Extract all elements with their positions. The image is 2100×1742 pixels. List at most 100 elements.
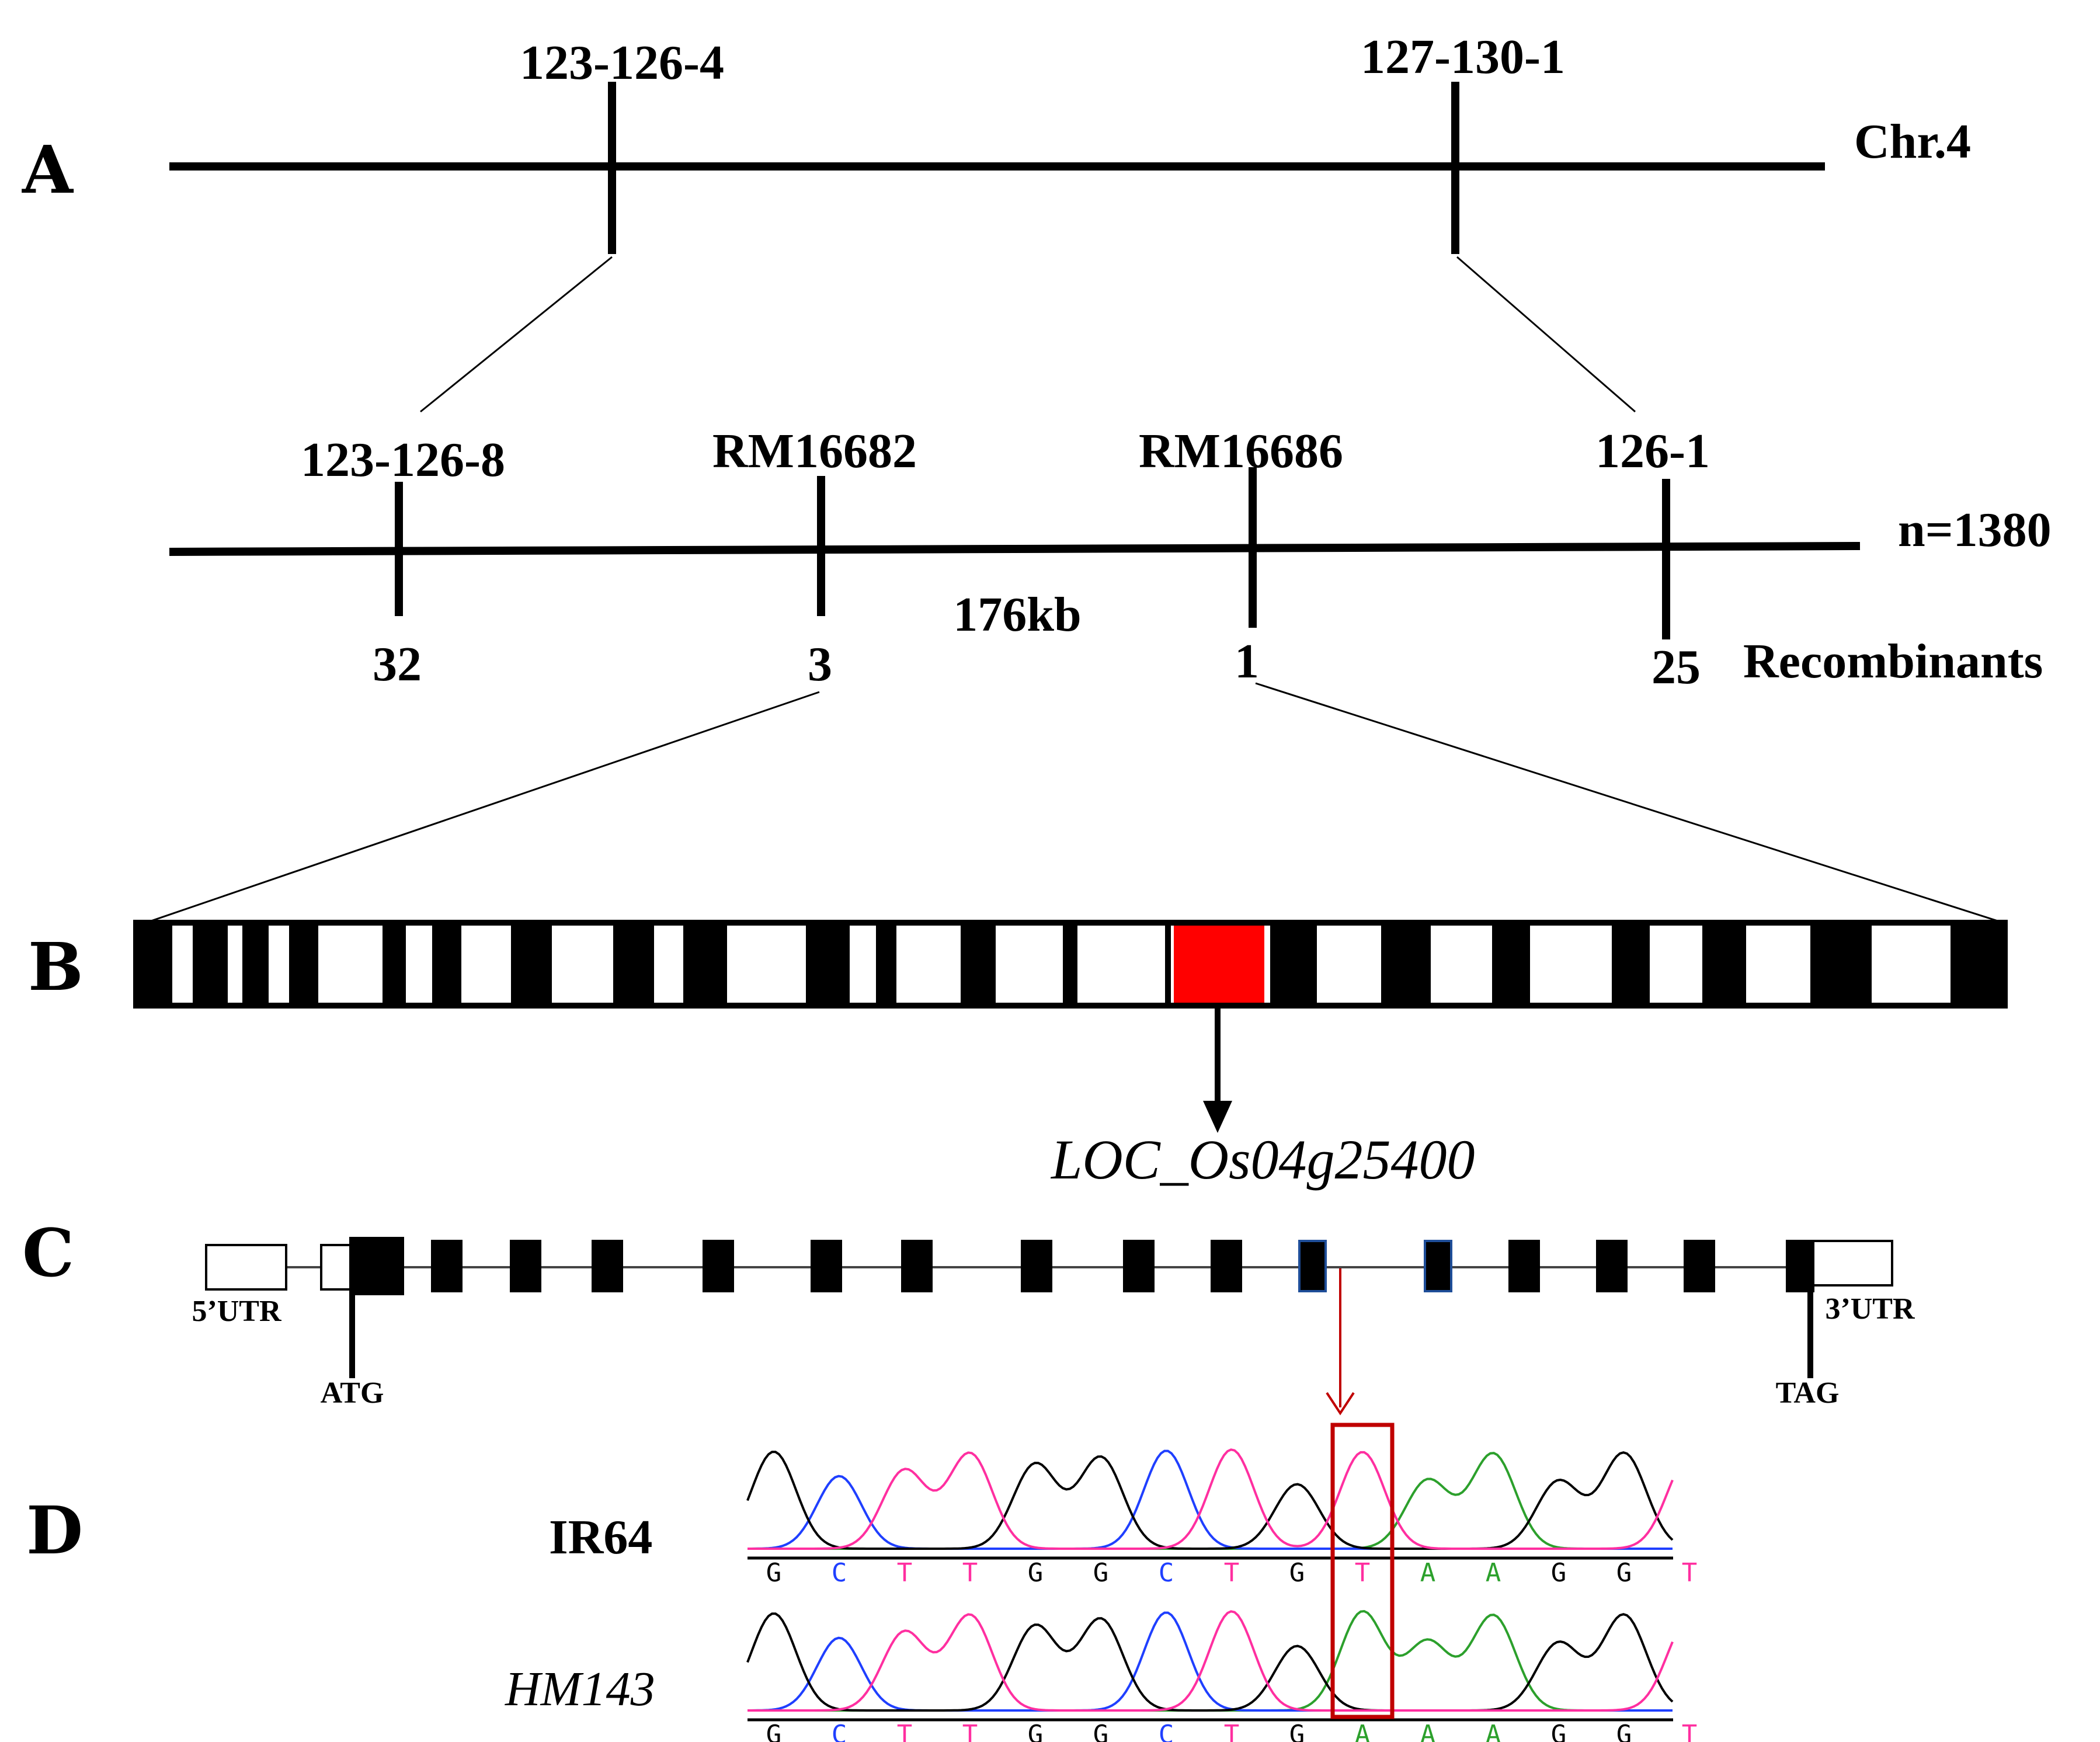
mutation-arrow-head	[1326, 1392, 1355, 1416]
base-call: C	[1159, 1558, 1174, 1588]
bac-contig-frame	[133, 920, 2008, 1009]
base-call: G	[1616, 1720, 1632, 1742]
mutation-highlight-box	[1330, 1423, 1395, 1719]
chromosome-label: Chr.4	[1854, 114, 1971, 169]
contig-segment	[961, 923, 996, 1006]
bac-contig-blocks	[136, 923, 2005, 1006]
recombinant-count-3: 1	[1235, 634, 1259, 689]
contig-segment	[654, 923, 683, 1006]
contig-segment	[1165, 923, 1171, 1006]
panel-c: C 5’UTR 3’UTR ATG TAG	[22, 1215, 1915, 1416]
top-marker-label-2: 127-130-1	[1361, 30, 1565, 84]
contig-segment	[172, 923, 193, 1006]
panel-b: B LOC_Os04g25400	[28, 920, 2008, 1191]
contig-segment	[806, 923, 850, 1006]
exon	[1211, 1240, 1242, 1292]
contig-segment	[876, 923, 896, 1006]
panel-c-letter: C	[22, 1215, 74, 1292]
base-call: T	[897, 1720, 913, 1742]
trace-C	[747, 1449, 1673, 1550]
exon	[1508, 1240, 1540, 1292]
contig-segment	[1431, 923, 1492, 1006]
panel-a-letter: A	[22, 132, 74, 208]
interval-label: 176kb	[953, 587, 1081, 642]
contig-segment	[1063, 923, 1077, 1006]
base-call: A	[1355, 1720, 1371, 1742]
exon	[592, 1240, 623, 1292]
recombinant-count-1: 32	[373, 637, 422, 691]
base-call: G	[1289, 1720, 1305, 1742]
panel-d-letter: D	[26, 1493, 83, 1569]
contig-segment	[1270, 923, 1317, 1006]
contig-segment	[406, 923, 432, 1006]
contig-segment	[1530, 923, 1612, 1006]
utr5-box-outer	[205, 1244, 287, 1291]
contig-segment	[228, 923, 242, 1006]
fine-marker-label-1: 123-126-8	[301, 433, 505, 487]
contig-segment	[1872, 923, 1951, 1006]
exon	[703, 1240, 734, 1292]
fine-marker-label-2: RM16682	[712, 424, 917, 478]
trace-G	[746, 1612, 1674, 1712]
base-call: T	[1682, 1558, 1698, 1588]
zoom-line-right	[1456, 256, 1636, 413]
contig-segment	[1077, 923, 1165, 1006]
base-call: G	[1616, 1558, 1632, 1588]
base-call: T	[1682, 1720, 1698, 1742]
contig-segment	[136, 923, 172, 1006]
trace-T	[747, 1610, 1674, 1712]
contig-segment	[511, 923, 552, 1006]
exon-blocks	[349, 1237, 1814, 1295]
contig-segment	[552, 923, 613, 1006]
zoom-line-left	[420, 256, 613, 413]
base-call: G	[1093, 1720, 1109, 1742]
trace-T	[747, 1448, 1674, 1550]
candidate-bac-block	[1174, 923, 1264, 1006]
base-call: G	[766, 1720, 782, 1742]
recombinant-count-4: 25	[1652, 640, 1701, 694]
strain-label-2: HM143	[505, 1662, 655, 1716]
contig-segment	[242, 923, 269, 1006]
base-call: A	[1420, 1558, 1436, 1588]
recombinants-label: Recombinants	[1743, 634, 2043, 689]
chromatogram-2	[746, 1609, 1674, 1712]
exon	[1298, 1240, 1327, 1292]
exon	[811, 1240, 842, 1292]
utr3-label: 3’UTR	[1825, 1292, 1915, 1326]
base-call: G	[1551, 1720, 1567, 1742]
population-label: n=1380	[1898, 503, 2052, 557]
contig-segment	[996, 923, 1063, 1006]
contig-segment	[269, 923, 289, 1006]
base-call: A	[1486, 1720, 1501, 1742]
exon	[1684, 1240, 1715, 1292]
exon	[1596, 1240, 1628, 1292]
start-codon-label: ATG	[321, 1376, 384, 1410]
base-call: G	[1028, 1558, 1044, 1588]
zoom-line-b-left	[145, 691, 820, 924]
utr5-label: 5’UTR	[192, 1295, 282, 1328]
exon	[510, 1240, 541, 1292]
panel-b-letter: B	[28, 929, 84, 1006]
base-call: C	[832, 1720, 847, 1742]
base-call: T	[962, 1558, 978, 1588]
contig-segment	[896, 923, 961, 1006]
exon	[349, 1237, 404, 1295]
base-call: G	[1551, 1558, 1567, 1588]
stop-codon-label: TAG	[1776, 1376, 1840, 1410]
contig-segment	[727, 923, 806, 1006]
utr3-box	[1812, 1240, 1893, 1286]
contig-segment	[289, 923, 318, 1006]
base-call: T	[962, 1720, 978, 1742]
base-call: C	[1159, 1720, 1174, 1742]
top-marker-label-1: 123-126-4	[520, 36, 724, 90]
base-call: T	[897, 1558, 913, 1588]
chromatogram-1	[746, 1448, 1674, 1550]
base-call: G	[1028, 1720, 1044, 1742]
base-call: G	[1289, 1558, 1305, 1588]
base-call: A	[1420, 1720, 1436, 1742]
contig-segment	[432, 923, 461, 1006]
trace-C	[747, 1611, 1673, 1712]
exon	[1021, 1240, 1052, 1292]
